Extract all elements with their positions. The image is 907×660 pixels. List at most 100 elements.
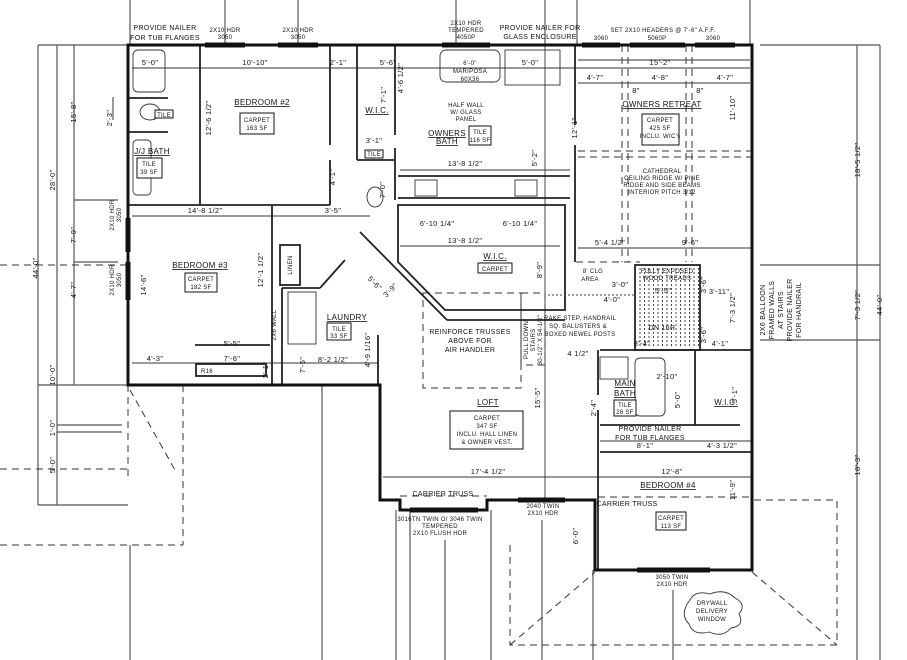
shower [504, 49, 561, 86]
window-label: 2X10 HDR [209, 28, 240, 34]
window-label: 2X10 HDR [110, 264, 116, 295]
floor-type: CARPET [244, 118, 270, 124]
note: AT STAIRS [778, 291, 785, 329]
dimension: 28'-0" [48, 170, 57, 191]
note: PROVIDE NAILER [134, 25, 197, 32]
dimension: 15'-5" [533, 388, 542, 409]
owners-tub [439, 49, 501, 83]
note: AIR HANDLER [445, 347, 495, 354]
note: DELIVERY [696, 609, 728, 615]
dimension: 10'-10" [242, 58, 267, 67]
room-name: OWNERS [428, 129, 466, 138]
note: FOR HANDRAIL [796, 282, 803, 338]
dimension: 2'-4" [589, 400, 598, 416]
note: 8' CLG [583, 269, 603, 275]
dimension: 18'-5 1/2" [853, 143, 862, 178]
dimension: 12'-6 1/2" [204, 101, 213, 136]
note: W/ GLASS [450, 110, 481, 116]
note: FOR TUB FLANGES [130, 35, 200, 42]
dimension: 4'-9 1/16" [363, 333, 372, 368]
window-label: 4050P [457, 35, 476, 41]
floor-note: INCLU. HALL LINEN [457, 432, 518, 438]
window-label: 3050 TWIN [656, 575, 689, 581]
exterior-wall [126, 43, 754, 572]
dimension: 3'-5" [325, 206, 341, 215]
floor-area: 182 SF [190, 285, 211, 291]
floor-area: 39 SF [140, 170, 158, 176]
dimension: 6'-0" [571, 528, 580, 544]
note: CARRIER TRUSS [413, 491, 474, 498]
dimension: 2'-1" [330, 58, 346, 67]
dimension: 3'-11" [709, 287, 729, 296]
dimension: 9'-6" [682, 238, 698, 247]
note: CATHEDRAL [643, 169, 682, 175]
dimension: 8'-4" [634, 339, 650, 348]
dimension: 7'-3 1/2" [853, 290, 862, 320]
dimension: 7'-6" [224, 354, 240, 363]
window-label: 2X10 HDR [527, 511, 558, 517]
floor-type: TILE [157, 113, 171, 119]
dimension: 44'-0" [31, 258, 40, 279]
note: DRYWALL [697, 601, 728, 607]
note: PANEL [456, 117, 477, 123]
dimension: 6'-10 1/4" [420, 219, 455, 228]
dimension: 2'-3" [105, 110, 114, 126]
note: GLASS ENCLOSURE [503, 34, 576, 41]
window-label: 2X10 HDR [110, 199, 116, 230]
room-name: J/J BATH [134, 147, 170, 156]
window-label: 3050 [117, 272, 123, 287]
dimension: 3'-0" [612, 280, 628, 289]
windows [125, 42, 735, 573]
dimension: 5'-6" [380, 58, 396, 67]
note: HALF WALL [448, 103, 484, 109]
window-label: 2X10 HDR [450, 21, 481, 27]
floor-type: TILE [332, 327, 346, 333]
dimension: 10'-0" [48, 365, 57, 386]
floor-type: TILE [473, 130, 487, 136]
dimension: 8" [696, 86, 703, 95]
dimension: 13'-8 1/2" [448, 159, 483, 168]
dimension: 4'-7" [717, 73, 733, 82]
room-name: W.I.C. [714, 398, 738, 407]
window-label: 2X10 HDR [656, 582, 687, 588]
dimension: 4 1/2" [567, 349, 588, 358]
floor-area: 347 SF [476, 424, 497, 430]
dimension: 2'-1" [261, 362, 270, 378]
note: STAIRS [531, 328, 537, 351]
note: PROVIDE NAILER [619, 426, 682, 433]
window-label: 2X10 FLUSH HDR [413, 531, 468, 537]
main-bath-tub [634, 357, 666, 417]
room-name: MAIN [614, 379, 635, 388]
note: AREA [581, 277, 599, 283]
interior-walls [128, 45, 752, 570]
note: PULL DOWN [524, 321, 530, 359]
window-label: TEMPERED [422, 524, 458, 530]
jj-tub [132, 49, 166, 93]
floor-area: 116 SF [470, 138, 491, 144]
dimension: 1'-0" [48, 420, 57, 436]
dimension: 7'-9" [69, 227, 78, 243]
note: SQ. BALUSTERS & [549, 324, 607, 330]
dimension: 5'-4 1/2" [595, 238, 625, 247]
dimension: 12'-1 1/2" [256, 253, 265, 288]
room-name: BEDROOM #2 [234, 98, 290, 107]
dimension: 7'-5" [298, 357, 307, 373]
floor-area: 113 SF [661, 524, 682, 530]
dimension: 5'-0" [673, 392, 682, 408]
dimension: 5'-2" [530, 150, 539, 166]
tub-label: 6'-0" [463, 61, 476, 67]
dimension: 5'-1" [730, 387, 739, 403]
dimension: 5'-0" [48, 457, 57, 473]
dimension: 3'-6" [699, 277, 708, 293]
tub-label: 60X36 [461, 77, 480, 83]
window-label: 2040 TWIN [527, 504, 560, 510]
dimension: 4'-7" [69, 282, 78, 298]
note: R16 [201, 369, 213, 375]
window-label: 5060P [648, 36, 667, 42]
dimension: 5'-0" [522, 58, 538, 67]
dimension: 8'-1" [637, 441, 653, 450]
dimension: 7'-1" [379, 87, 388, 103]
dimension: 4'-8" [652, 73, 668, 82]
dimension: 14'-8 1/2" [188, 206, 223, 215]
